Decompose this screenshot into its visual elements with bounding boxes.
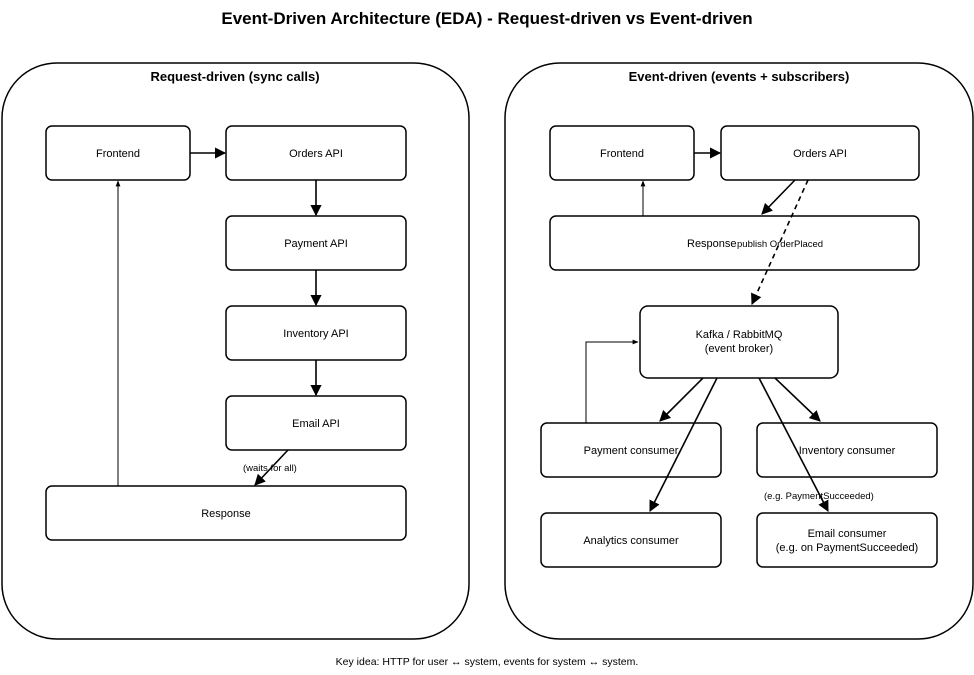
edge-broker-to-payment xyxy=(659,377,704,422)
analytics-consumer-label: Analytics consumer xyxy=(583,535,679,547)
event-driven-panel-title: Event-driven (events + subscribers) xyxy=(629,69,850,84)
email-consumer-node xyxy=(756,512,938,568)
right-frontend-label: Frontend xyxy=(600,148,644,160)
email-consumer-label-line1: Email consumer xyxy=(808,528,887,540)
left-orders-api-label: Orders API xyxy=(289,148,343,160)
event-broker-label-line1: Kafka / RabbitMQ xyxy=(696,329,783,341)
footer-key-idea: Key idea: HTTP for user ↔ system, events… xyxy=(336,656,639,668)
publish-order-placed-label: publish OrderPlaced xyxy=(737,239,823,250)
left-response-node xyxy=(45,485,407,541)
edge-r-orders-to-response xyxy=(761,179,796,215)
left-payment-api-label: Payment API xyxy=(284,238,348,250)
edge-broker-to-inventory xyxy=(774,377,821,422)
edge-email-to-response xyxy=(254,449,289,486)
inventory-consumer-label: Inventory consumer xyxy=(799,445,896,457)
inventory-consumer-node xyxy=(756,422,938,478)
edge-r-orders-to-broker xyxy=(751,179,809,306)
waits-for-all-label: (waits for all) xyxy=(243,463,297,474)
analytics-consumer-node xyxy=(540,512,722,568)
diagram-title: Event-Driven Architecture (EDA) - Reques… xyxy=(221,9,752,28)
left-email-api-label: Email API xyxy=(292,418,340,430)
payment-consumer-label: Payment consumer xyxy=(584,445,679,457)
edge-payment-to-broker xyxy=(585,339,639,423)
edge-broker-to-email xyxy=(758,377,829,512)
right-orders-api-label: Orders API xyxy=(793,148,847,160)
event-broker-label-line2: (event broker) xyxy=(705,343,773,355)
left-response-label: Response xyxy=(201,508,251,520)
payment-succeeded-label: (e.g. PaymentSucceeded) xyxy=(764,491,874,502)
right-response-label: Response xyxy=(687,238,737,250)
request-driven-panel-title: Request-driven (sync calls) xyxy=(150,69,319,84)
left-frontend-label: Frontend xyxy=(96,148,140,160)
edge-broker-to-analytics xyxy=(649,377,718,513)
payment-consumer-node xyxy=(540,422,722,478)
email-consumer-label-line2: (e.g. on PaymentSucceeded) xyxy=(776,542,918,554)
event-broker-node xyxy=(639,305,839,379)
right-response-node xyxy=(549,215,920,271)
left-inventory-api-label: Inventory API xyxy=(283,328,348,340)
